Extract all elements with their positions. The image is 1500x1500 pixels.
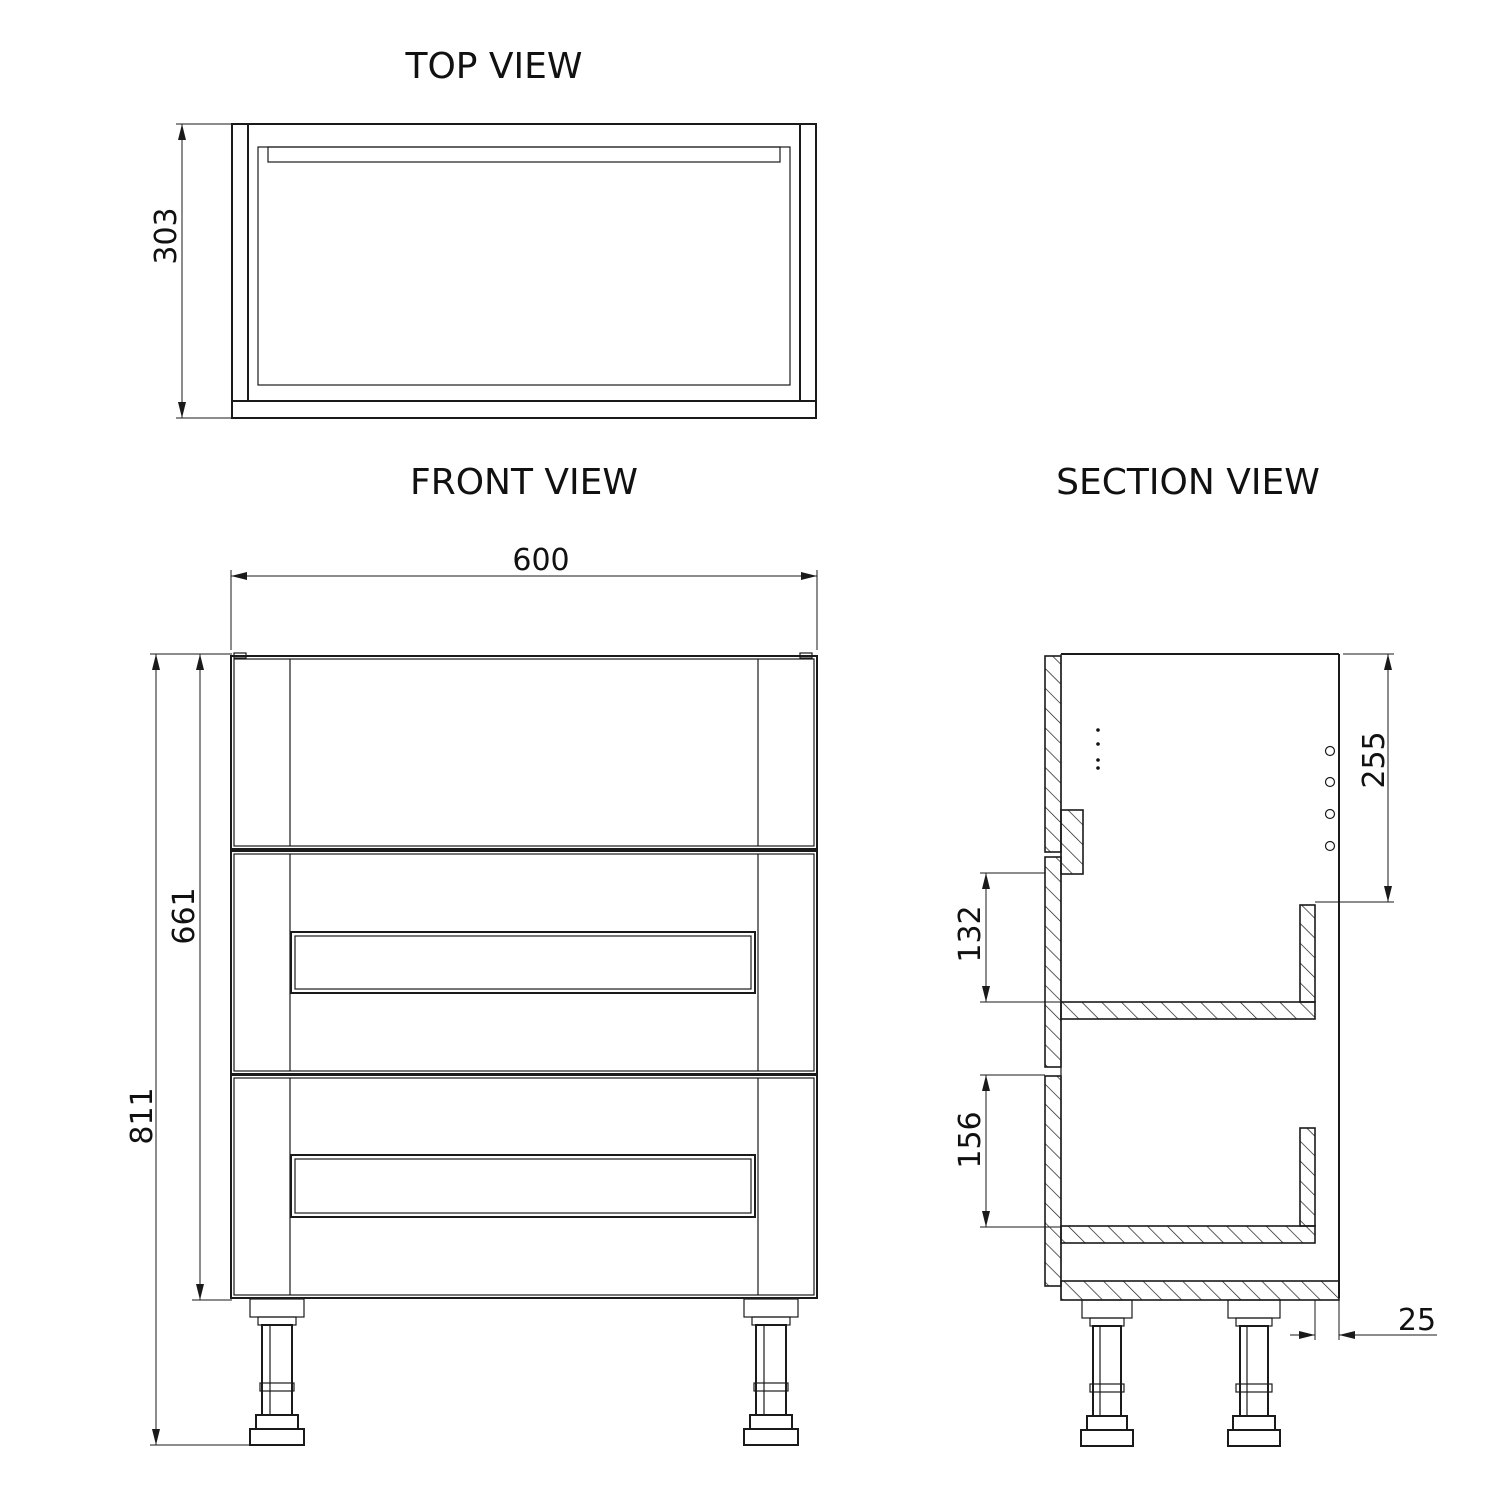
top-view-carcass [231, 123, 817, 402]
dim-156: 156 [953, 1074, 1061, 1228]
dim-303-label: 303 [149, 207, 184, 264]
front-drawer-1 [230, 655, 818, 850]
dim-303: 303 [149, 123, 232, 419]
front-leg-right [743, 1298, 799, 1446]
section-view: SECTION VIEW [953, 462, 1437, 1447]
dim-600: 600 [230, 543, 818, 650]
dim-156-label: 156 [953, 1111, 988, 1168]
dim-255: 255 [1315, 653, 1394, 903]
top-view-back-rail [267, 146, 781, 163]
section-runner-screws [1096, 728, 1100, 770]
front-drawer-3 [230, 1074, 818, 1299]
section-back-holes [1324, 745, 1336, 852]
section-drawer-3-back [1299, 1127, 1316, 1227]
dim-661-label: 661 [167, 887, 202, 944]
dim-255-label: 255 [1357, 731, 1392, 788]
front-drawer-2 [230, 850, 818, 1075]
section-drawer-2-back [1299, 904, 1316, 1003]
dim-25: 25 [1290, 1300, 1437, 1340]
section-drawer-front-3 [1044, 1075, 1062, 1287]
section-drawer-front-1 [1044, 655, 1062, 853]
section-drawer-front-2 [1044, 856, 1062, 1068]
section-drawer-2-bottom [1060, 1001, 1316, 1020]
dim-132: 132 [953, 872, 1061, 1003]
section-drawer-3-bottom [1060, 1225, 1316, 1244]
front-view-title: FRONT VIEW [410, 462, 638, 503]
dim-132-label: 132 [953, 905, 988, 962]
dim-811-label: 811 [125, 1087, 160, 1144]
section-handle-block [1060, 809, 1084, 875]
front-leg-left [249, 1298, 305, 1446]
top-view-front-plate [231, 400, 817, 419]
section-leg-right [1227, 1299, 1281, 1447]
section-carcass-base [1060, 1280, 1340, 1301]
dim-811: 811 [125, 653, 250, 1446]
top-view: TOP VIEW 303 [149, 46, 817, 419]
top-view-drawer-box [257, 146, 791, 386]
dim-600-label: 600 [512, 543, 569, 578]
drawer-2-panel [290, 931, 756, 994]
section-leg-left [1080, 1299, 1134, 1447]
dim-661: 661 [167, 653, 232, 1301]
front-view: FRONT VIEW 600 [125, 462, 818, 1446]
dim-25-label: 25 [1398, 1303, 1436, 1338]
section-view-title: SECTION VIEW [1056, 462, 1320, 503]
top-view-title: TOP VIEW [404, 46, 582, 87]
drawer-3-panel [290, 1154, 756, 1218]
